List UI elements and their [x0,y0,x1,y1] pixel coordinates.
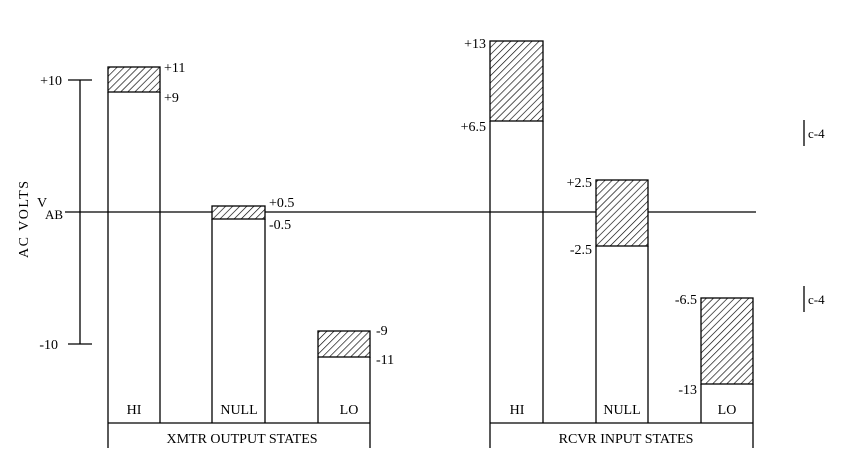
xmtr-group-bracket: XMTR OUTPUT STATES [107,422,371,448]
xmtr-hi-label: HI [127,403,142,418]
axis-tick-top-label: +10 [40,74,62,89]
xmtr-null-lower-label: -0.5 [269,218,291,233]
rcvr-lo-lower-label: -13 [678,383,697,398]
rcvr-null-range [595,179,649,247]
xmtr-hi-upper-label: +11 [164,61,185,76]
rcvr-group-bracket: RCVR INPUT STATES [489,422,754,448]
rcvr-hi-label: HI [510,403,525,418]
axis-title: AC VOLTS [17,179,32,258]
rcvr-hi-lower-label: +6.5 [461,120,486,135]
rcvr-lo-range [700,297,754,385]
xmtr-hi-lower-label: +9 [164,91,179,106]
rcvr-null-lower-label: -2.5 [570,243,592,258]
rcvr-null-upper-label: +2.5 [567,176,592,191]
xmtr-lo-label: LO [340,403,359,418]
xmtr-lo-lower-label: -11 [376,353,394,368]
rcvr-null-label: NULL [603,403,640,418]
xmtr-lo-upper-label: -9 [376,324,388,339]
voltage-axis: +10 -10 AC VOLTS V AB [17,74,92,353]
xmtr-group-label: XMTR OUTPUT STATES [166,432,317,447]
rcvr-null-column: +2.5 -2.5 NULL [567,176,649,423]
rcvr-hi-column: +13 +6.5 HI [461,37,544,423]
xmtr-lo-range [317,330,371,358]
xmtr-null-column: +0.5 -0.5 NULL [211,196,294,423]
side-note-top: c-4 [803,120,825,146]
xmtr-hi-column: +11 +9 HI [107,61,185,423]
rcvr-lo-label: LO [718,403,737,418]
xmtr-hi-range [107,66,161,93]
rcvr-lo-upper-label: -6.5 [675,293,697,308]
side-note-bottom: c-4 [803,286,825,312]
xmtr-null-label: NULL [220,403,257,418]
xmtr-lo-column: -9 -11 LO [317,324,394,423]
rcvr-hi-range [489,40,544,122]
reference-label-v: V [37,196,47,211]
rcvr-lo-column: -6.5 -13 LO [675,293,754,423]
side-note-top-text: c-4 [808,126,825,141]
rcvr-hi-upper-label: +13 [464,37,486,52]
reference-label-ab: AB [45,207,63,222]
xmtr-null-range [211,205,266,220]
rcvr-group-label: RCVR INPUT STATES [559,432,694,447]
xmtr-null-upper-label: +0.5 [269,196,294,211]
side-note-bottom-text: c-4 [808,292,825,307]
axis-tick-bottom-label: -10 [39,338,58,353]
